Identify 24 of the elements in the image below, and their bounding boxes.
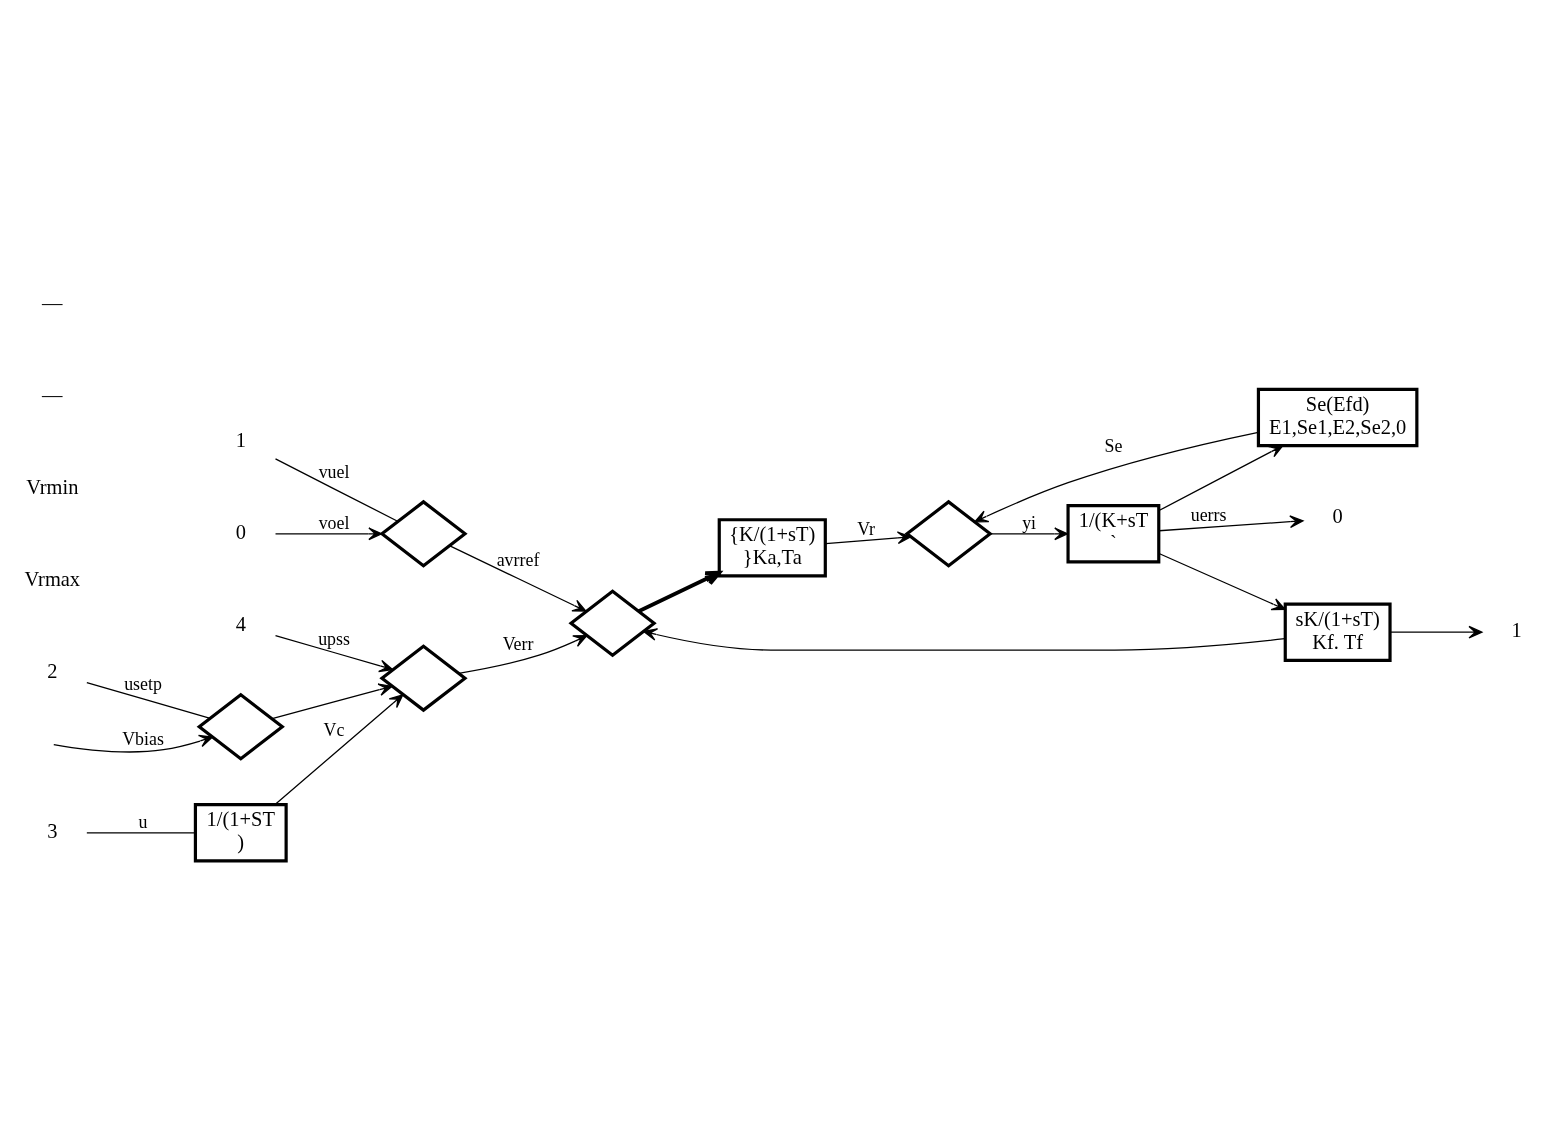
node-text: 4 [235,612,246,635]
edge-label: Vbias [122,728,164,749]
label: Vrmin [26,475,79,498]
edge-label: Se [1104,436,1123,457]
edge-label: uerrs [1190,505,1227,526]
label: Vrmax [24,567,81,590]
node-text: 0 [1332,505,1343,528]
edge-label: voel [318,512,350,533]
node-text: 3 [47,819,58,842]
edge-label: Vr [857,519,876,540]
edge-label: vuel [318,461,350,482]
edge-label: usetp [124,673,162,694]
edge-label: upss [318,629,350,650]
edge-label: Vc [323,719,345,740]
node-text: 2 [47,659,58,682]
edge-label: yi [1022,512,1037,533]
edge-label: Verr [502,634,534,655]
label: — [42,291,63,314]
node-text: 0 [235,520,246,543]
node-text: 1 [1511,619,1522,642]
label: — [42,383,63,406]
edge-label: u [138,811,148,832]
edge-label: avrref [496,550,540,571]
node-text: 1 [235,428,246,451]
